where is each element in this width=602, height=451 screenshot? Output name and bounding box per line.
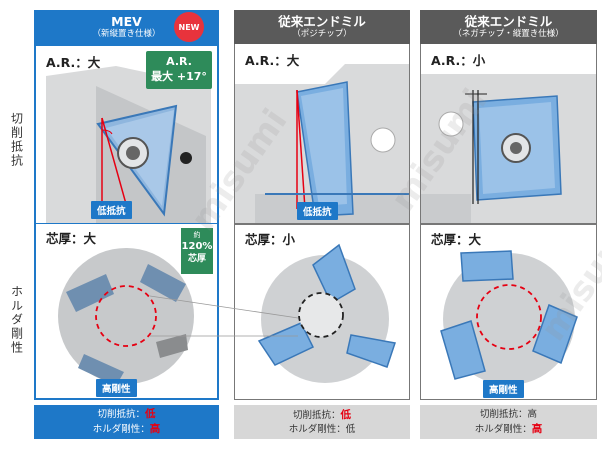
positive-insert-illustration — [235, 64, 409, 223]
mev-cross-section — [58, 248, 194, 386]
footer-resistance-label: 切削抵抗： — [292, 409, 341, 421]
low-resistance-tag: 低抵抗 — [297, 202, 338, 220]
footer-rigidity-label: ホルダ剛性： — [92, 424, 150, 435]
row-label-holder-rigidity: ホルダ剛性 — [0, 235, 34, 405]
column-subtitle: （新縦置き仕様） — [92, 28, 161, 39]
row-label-cutting-resistance: 切削抵抗 — [0, 60, 34, 220]
mev-footer: 切削抵抗：低 ホルダ剛性：高 — [34, 405, 219, 439]
negative-footer: 切削抵抗：高 ホルダ剛性：高 — [420, 405, 597, 439]
footer-rigidity-value: 高 — [149, 423, 161, 435]
ar-callout-line1: A.R. — [166, 55, 192, 68]
column-subtitle: （ネガチップ・縦置き仕様） — [453, 28, 564, 39]
footer-rigidity-row: ホルダ剛性：低 — [234, 423, 410, 437]
footer-rigidity-row: ホルダ剛性：高 — [420, 422, 597, 437]
column-subtitle: （ポジチップ） — [292, 28, 352, 39]
footer-resistance-value: 低 — [145, 408, 156, 420]
footer-rigidity-value: 低 — [345, 423, 356, 435]
column-title: MEV — [111, 13, 142, 29]
positive-core-panel: 芯厚：小 — [234, 224, 410, 400]
core-callout-line3: 芯厚 — [187, 254, 206, 264]
core-callout-line2: 120% — [181, 241, 213, 252]
core-label: 芯厚：大 — [46, 231, 97, 246]
high-rigidity-tag: 高剛性 — [96, 379, 137, 397]
row-label-text: ホルダ剛性 — [9, 285, 24, 355]
core-callout: 約 120% 芯厚 — [181, 228, 213, 274]
footer-resistance-label: 切削抵抗： — [97, 409, 145, 420]
mev-core-panel: 芯厚：大 約 120% 芯厚 高剛性 — [34, 224, 219, 400]
ar-label: A.R.：大 — [245, 53, 300, 68]
footer-resistance-value: 低 — [340, 408, 352, 421]
positive-ar-panel: A.R.：大 低抵抗 — [234, 44, 410, 224]
ar-label: A.R.：大 — [46, 55, 101, 70]
ar-label: A.R.：小 — [431, 53, 486, 68]
footer-resistance-row: 切削抵抗：低 — [234, 408, 410, 423]
footer-rigidity-label: ホルダ剛性： — [288, 423, 346, 435]
positive-footer: 切削抵抗：低 ホルダ剛性：低 — [234, 405, 410, 439]
negative-insert-illustration — [421, 74, 596, 223]
column-header-conventional-negative: 従来エンドミル （ネガチップ・縦置き仕様） — [420, 10, 597, 44]
low-resistance-tag: 低抵抗 — [91, 201, 132, 219]
negative-core-panel: 芯厚：大 高剛性 — [420, 224, 597, 400]
core-label: 芯厚：大 — [431, 232, 482, 247]
column-title: 従来エンドミル — [278, 13, 366, 29]
footer-rigidity-value: 高 — [531, 422, 543, 435]
footer-resistance-value: 高 — [527, 408, 538, 420]
high-rigidity-tag: 高剛性 — [483, 380, 524, 398]
negative-ar-panel: A.R.：小 — [420, 44, 597, 224]
footer-rigidity-row: ホルダ剛性：高 — [34, 422, 219, 437]
mev-ar-panel: A.R.：大 A.R. 最大 +17° 低抵抗 — [34, 44, 219, 224]
footer-resistance-row: 切削抵抗：高 — [420, 408, 597, 422]
footer-resistance-row: 切削抵抗：低 — [34, 407, 219, 422]
footer-rigidity-label: ホルダ剛性： — [474, 423, 532, 435]
core-label: 芯厚：小 — [245, 232, 296, 247]
ar-max-callout: A.R. 最大 +17° — [146, 51, 212, 89]
mev-insert-illustration — [46, 66, 211, 223]
row-label-text: 切削抵抗 — [9, 112, 24, 168]
positive-cross-section — [257, 243, 396, 383]
core-callout-line1: 約 — [193, 231, 201, 239]
column-title: 従来エンドミル — [464, 13, 553, 29]
ar-callout-line2: 最大 +17° — [151, 70, 207, 83]
column-header-conventional-positive: 従来エンドミル （ポジチップ） — [234, 10, 410, 44]
negative-cross-section — [440, 250, 578, 385]
new-badge: NEW — [174, 12, 204, 42]
footer-resistance-label: 切削抵抗： — [479, 408, 528, 420]
